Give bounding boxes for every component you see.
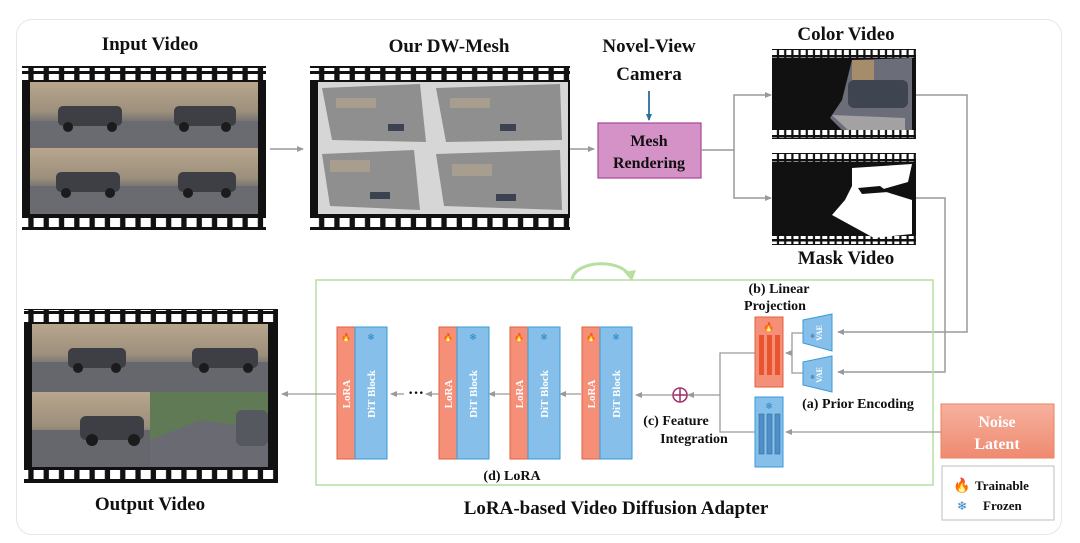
adapter-box (315, 279, 934, 486)
dit-block-label: DiT Block (611, 369, 623, 418)
dit-block (599, 326, 633, 460)
linear-projection-label-2: Projection (744, 299, 806, 314)
vae-encoder-color: VAE ❄ (802, 313, 833, 352)
mesh-rendering-box: Mesh Rendering (597, 122, 702, 179)
snowflake-icon: ❄ (469, 332, 477, 342)
mesh-rendering-line1: Mesh (630, 133, 667, 150)
snowflake-icon: ❄ (540, 332, 548, 342)
input-frame (146, 82, 258, 148)
linear-projection-block: 🔥 (754, 316, 784, 388)
legend-frozen: Frozen (983, 498, 1023, 513)
noise-latent-box: Noise Latent (940, 403, 1055, 459)
camera-title-line1: Novel-View (602, 36, 695, 57)
flame-icon: 🔥 (586, 332, 596, 342)
lora-dit-block: 🔥 ❄ LoRA DiT Block (581, 326, 633, 460)
flame-icon: 🔥 (341, 332, 351, 342)
snowflake-icon: ❄ (765, 401, 773, 411)
input-video-title: Input Video (102, 34, 199, 55)
vae-encoder-mask: VAE ❄ (802, 355, 833, 393)
legend-trainable: Trainable (975, 478, 1029, 493)
output-frame (32, 324, 150, 392)
dit-block-label: DiT Block (366, 369, 378, 418)
ellipsis: ··· (408, 385, 424, 402)
output-video-title: Output Video (95, 494, 205, 515)
color-video-title: Color Video (797, 24, 894, 45)
noise-latent-line2: Latent (974, 436, 1020, 453)
mesh-frame (436, 84, 562, 142)
lora-dit-blocks: 🔥 ❄ LoRA DiT Block 🔥 ❄ LoRA DiT Block 🔥 ❄ LoRA DiT … (336, 326, 633, 460)
lora-label: LoRA (443, 380, 455, 409)
color-video-film (772, 49, 916, 139)
circled-plus-icon (672, 387, 688, 403)
lora-label: LoRA (514, 380, 526, 409)
curved-arrow-icon (570, 262, 636, 281)
output-frame (32, 392, 150, 467)
lora-dit-block: 🔥 ❄ LoRA DiT Block (336, 326, 388, 460)
output-frame (150, 392, 268, 467)
arrows-videos-to-vae (837, 94, 968, 375)
flame-icon: 🔥 (514, 332, 524, 342)
arrows-feature-integration (635, 352, 755, 433)
input-frame (30, 148, 146, 214)
lora-label: LoRA (341, 380, 353, 409)
feature-integration-label-2: Integration (660, 432, 728, 447)
output-frame (150, 324, 268, 392)
output-video-film (24, 309, 278, 483)
prior-encoding-label: (a) Prior Encoding (802, 397, 914, 412)
dw-mesh-film (310, 66, 570, 230)
feature-integration-label-1: (c) Feature (643, 414, 708, 429)
snowflake-icon: ❄ (367, 332, 375, 342)
arrows-vae-to-projection (785, 332, 803, 374)
snowflake-icon: ❄ (810, 333, 815, 340)
flame-icon: 🔥 (443, 332, 453, 342)
flame-icon: 🔥 (763, 321, 774, 332)
linear-projection-label-1: (b) Linear (748, 282, 809, 297)
snowflake-icon: ❄ (957, 499, 967, 513)
lora-label: LoRA (586, 380, 598, 409)
dit-block (527, 326, 561, 460)
dit-block-label: DiT Block (539, 369, 551, 418)
lora-dit-block: 🔥 ❄ LoRA DiT Block (509, 326, 561, 460)
mesh-frame (322, 150, 420, 210)
arrows-rendering-to-videos (701, 92, 772, 201)
mesh-rendering-line2: Rendering (613, 155, 685, 172)
flame-icon: 🔥 (953, 477, 970, 494)
lora-caption: (d) LoRA (483, 469, 541, 484)
dw-mesh-title: Our DW-Mesh (389, 36, 510, 57)
adapter-title: LoRA-based Video Diffusion Adapter (464, 498, 769, 519)
camera-title-line2: Camera (616, 64, 682, 85)
mask-video-title: Mask Video (798, 248, 895, 269)
input-frame (30, 82, 146, 148)
snowflake-icon: ❄ (810, 374, 815, 381)
mesh-frame (436, 150, 562, 210)
noise-latent-line1: Noise (978, 414, 1015, 431)
dit-block (354, 326, 388, 460)
noise-encoder-block: ❄ (754, 396, 784, 468)
mesh-frame (322, 84, 426, 142)
lora-dit-block: 🔥 ❄ LoRA DiT Block (438, 326, 490, 460)
legend: 🔥 Trainable ❄ Frozen (941, 465, 1055, 521)
vae-label: VAE (815, 325, 824, 341)
snowflake-icon: ❄ (612, 332, 620, 342)
input-frame (146, 148, 258, 214)
vae-label: VAE (815, 367, 824, 383)
input-video-film (22, 66, 266, 230)
dit-block-label: DiT Block (468, 369, 480, 418)
mask-video-film (772, 153, 916, 245)
